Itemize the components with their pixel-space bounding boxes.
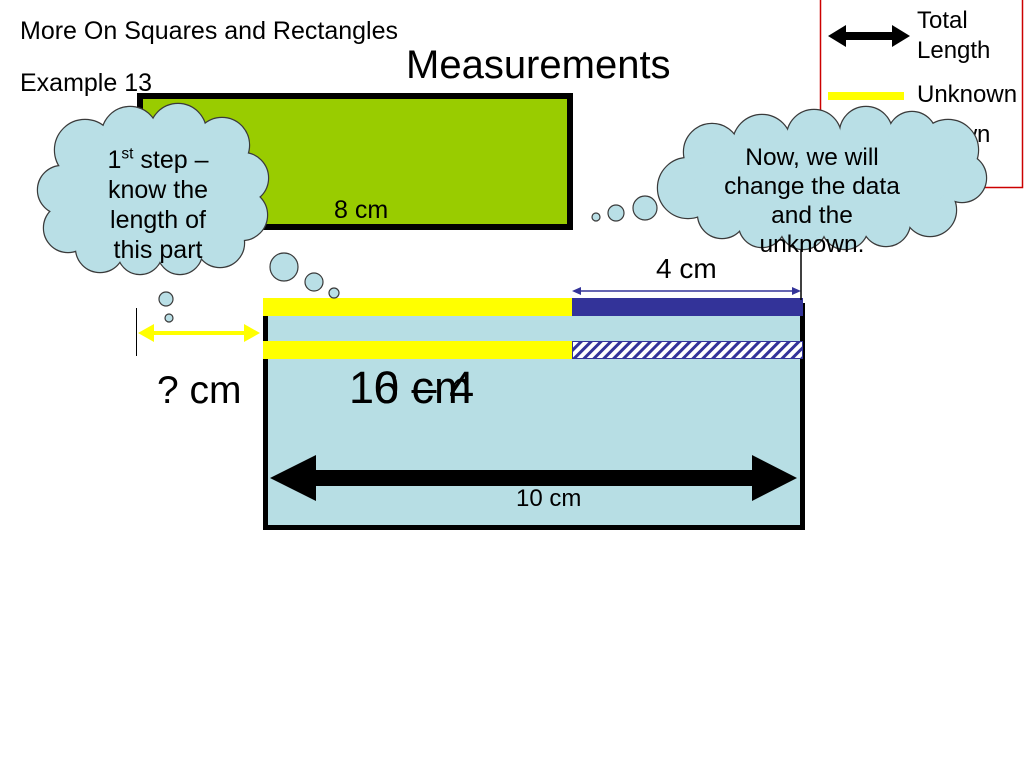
- unknown-bar-top: [263, 298, 572, 316]
- thought-cloud-right-text: Now, we will change the data and the unk…: [692, 143, 932, 259]
- thought-cloud-left-text: 1st step – know the length of this part: [68, 145, 248, 265]
- cloud-left-line-4: this part: [113, 236, 203, 264]
- cloud-right-line-3: and the: [771, 202, 853, 229]
- cloud-right-line-4: unknown.: [759, 231, 865, 258]
- legend-label-unknown: Unknown: [917, 81, 1018, 108]
- total-length-double-arrow: [270, 455, 797, 501]
- legend-label-total-length: Total Length: [917, 7, 991, 64]
- thought-cloud-right: [656, 105, 988, 251]
- known-length-arrow: [572, 287, 801, 295]
- step-text: step –: [133, 146, 209, 174]
- cloud-right-line-1: Now, we will: [745, 144, 879, 171]
- legend-double-arrow-icon: [828, 25, 910, 47]
- thought-bubbles-middle: [269, 252, 340, 299]
- cloud-left-line-1: 1st step –: [68, 145, 248, 175]
- cloud-left-line-2: know the: [107, 176, 209, 204]
- working-expression: 10 – 4: [349, 362, 475, 413]
- step-number: 1: [107, 146, 122, 174]
- thought-bubbles-right: [591, 195, 658, 222]
- cloud-right-line-2: change the data: [724, 173, 900, 200]
- known-bar-top: [572, 298, 803, 316]
- hatched-known-bar: [572, 341, 803, 359]
- unknown-length-arrow: [138, 324, 260, 342]
- thought-cloud-left: [36, 102, 270, 276]
- legend-unknown-swatch: [828, 92, 904, 100]
- unknown-length-label: ? cm: [157, 369, 242, 412]
- thought-bubbles-left: [158, 291, 174, 323]
- total-length-label: 10 cm: [516, 485, 582, 512]
- cloud-left-line-3: length of: [110, 206, 206, 234]
- section-title: More On Squares and Rectangles: [20, 17, 398, 45]
- example-label: Example 13: [20, 69, 153, 97]
- result-value: 6 cm: [374, 362, 472, 413]
- green-rectangle-length-label: 8 cm: [334, 196, 389, 224]
- unknown-bar-second: [263, 341, 572, 359]
- ordinal-superscript: st: [121, 145, 134, 163]
- page-title: Measurements: [406, 43, 671, 87]
- known-length-label: 4 cm: [656, 253, 717, 284]
